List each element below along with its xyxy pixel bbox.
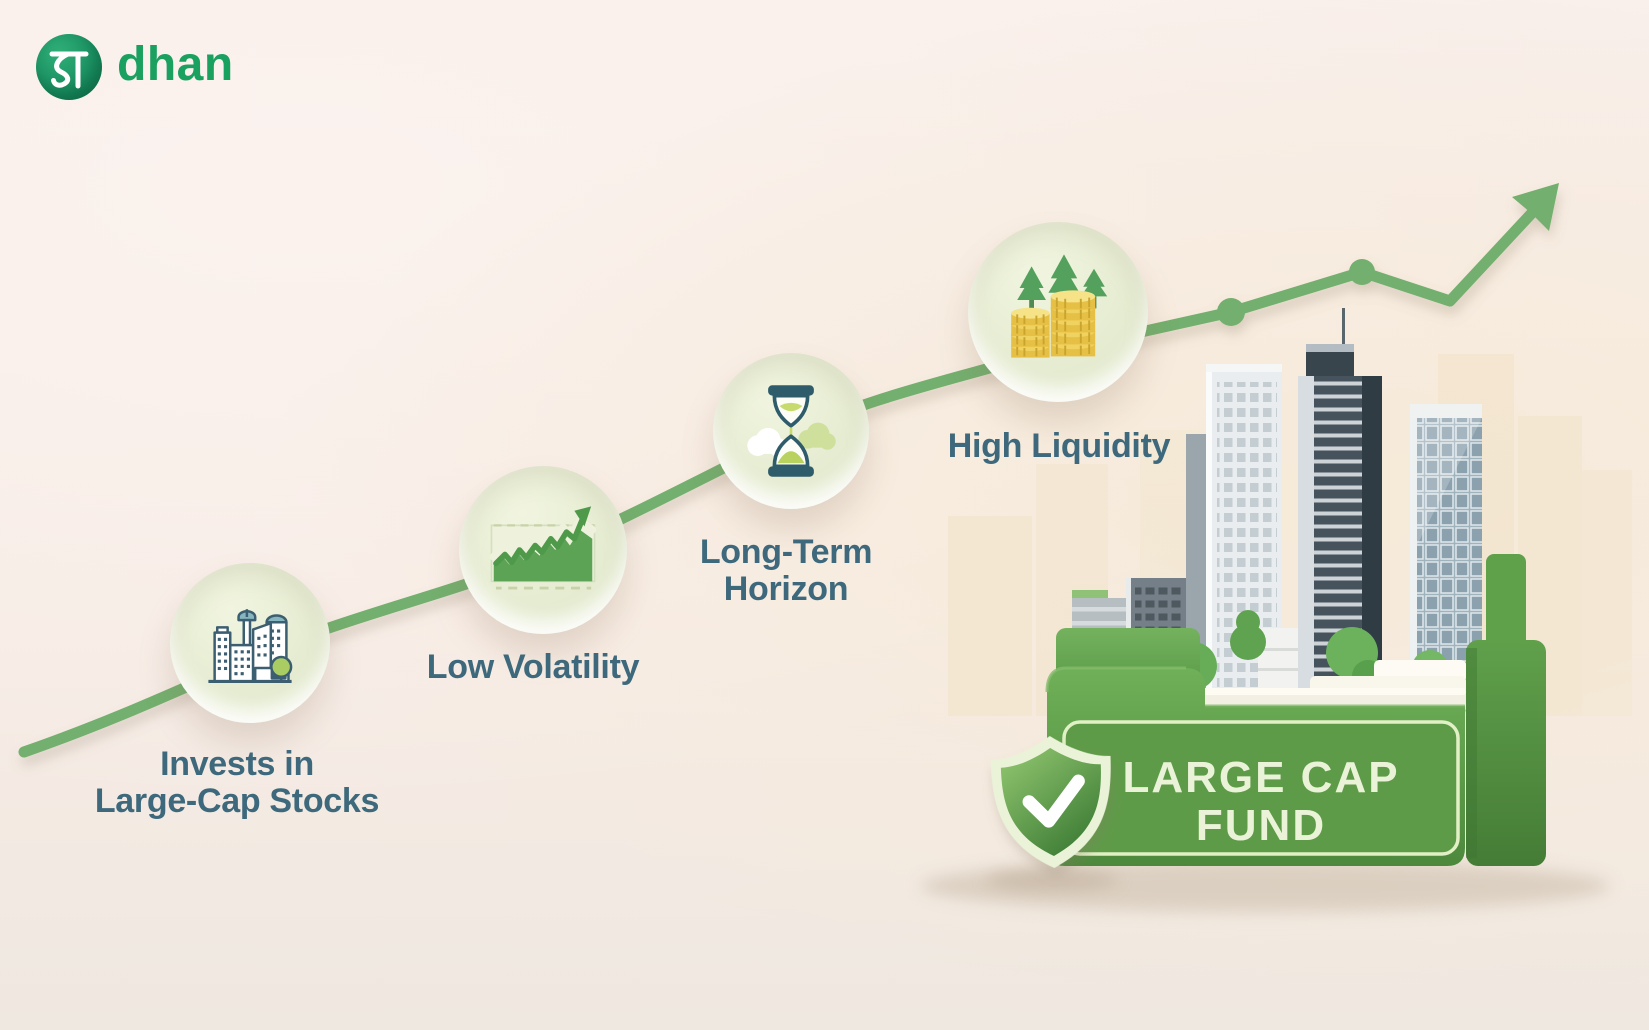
step-label-high-liquidity: High Liquidity [947, 427, 1171, 465]
step-label-low-volatility: Low Volatility [426, 648, 640, 686]
shield-check-icon [990, 736, 1111, 868]
dhan-logo-icon [36, 34, 102, 100]
city-buildings-icon [208, 609, 293, 684]
step-label-invests: Invests in Large-Cap Stocks [94, 745, 380, 820]
fund-box: LARGE CAP FUND [1045, 628, 1546, 866]
volatility-chart-icon [489, 506, 597, 590]
step-label-long-term: Long-Term Horizon [699, 533, 873, 608]
step-circle-high-liquidity [968, 222, 1148, 402]
fund-title-line1: LARGE CAP [1122, 753, 1399, 802]
line-node-dot [1349, 259, 1375, 285]
coins-trees-icon [1011, 254, 1108, 358]
ground-shadow [920, 860, 1610, 912]
coin-stack-icon [1011, 290, 1096, 358]
step-circle-invests [170, 563, 330, 723]
arrowhead-icon [1512, 183, 1559, 231]
line-node-dot [1217, 298, 1245, 326]
dhan-devanagari-glyph [49, 51, 89, 89]
step-circle-long-term [713, 353, 869, 509]
hourglass-icon [747, 385, 836, 477]
pine-tree-icon [1017, 254, 1108, 316]
brand-logo: dhan [36, 34, 234, 100]
step-circle-low-volatility [459, 466, 627, 634]
brand-wordmark: dhan [117, 38, 234, 91]
fund-title-line2: FUND [1196, 801, 1326, 850]
